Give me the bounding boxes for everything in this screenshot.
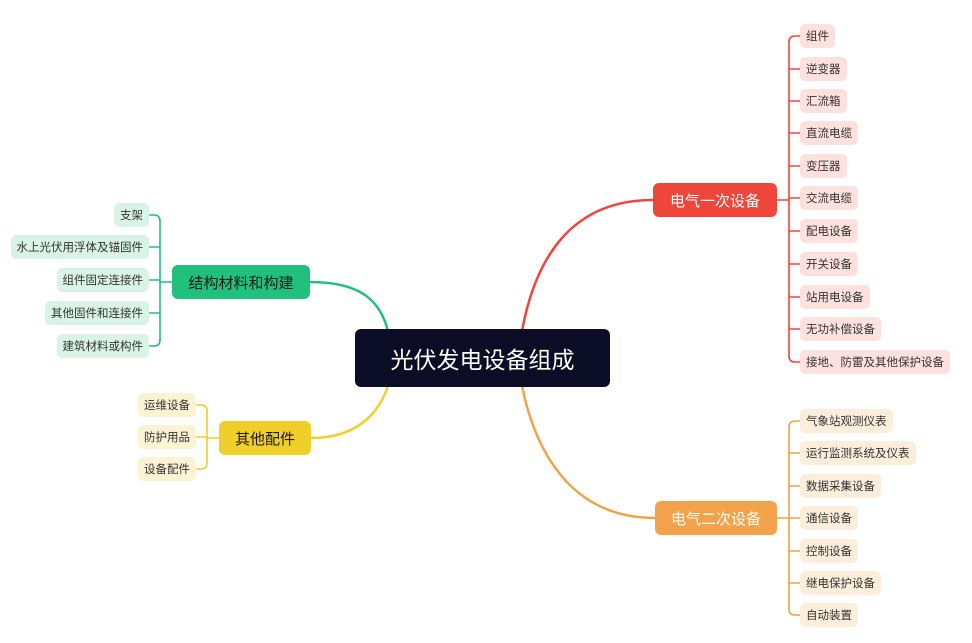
connector-line	[148, 214, 161, 222]
leaf-node[interactable]: 无功补偿设备	[800, 317, 881, 341]
leaf-node[interactable]: 控制设备	[800, 539, 858, 563]
connector-line	[788, 420, 801, 428]
leaf-node[interactable]: 运维设备	[138, 393, 196, 417]
leaf-node[interactable]: 数据采集设备	[800, 474, 881, 498]
leaf-node[interactable]: 配电设备	[800, 219, 858, 243]
leaf-node[interactable]: 建筑材料或构件	[56, 334, 149, 358]
leaf-node[interactable]: 组件固定连接件	[56, 268, 149, 292]
leaf-node[interactable]: 水上光伏用浮体及锚固件	[10, 235, 149, 259]
leaf-node[interactable]: 站用电设备	[800, 285, 870, 309]
leaf-node[interactable]: 接地、防雷及其他保护设备	[800, 350, 950, 374]
leaf-node[interactable]: 防护用品	[138, 425, 196, 449]
connector-line	[148, 339, 161, 347]
connector-line	[520, 384, 657, 520]
leaf-node[interactable]: 支架	[114, 203, 149, 227]
leaf-node[interactable]: 组件	[800, 24, 835, 48]
connector-line	[308, 280, 390, 333]
leaf-node[interactable]: 继电保护设备	[800, 571, 881, 595]
leaf-node[interactable]: 自动装置	[800, 603, 858, 627]
connector-line	[309, 384, 390, 440]
connector-line	[788, 35, 801, 43]
leaf-node[interactable]: 其他固件和连接件	[45, 301, 149, 325]
leaf-node[interactable]: 运行监测系统及仪表	[800, 441, 916, 465]
connector-line	[195, 404, 208, 412]
leaf-node[interactable]: 通信设备	[800, 506, 858, 530]
leaf-node[interactable]: 汇流箱	[800, 89, 847, 113]
leaf-node[interactable]: 交流电缆	[800, 186, 858, 210]
leaf-node[interactable]: 设备配件	[138, 457, 196, 481]
connector-line	[520, 198, 655, 333]
leaf-node[interactable]: 变压器	[800, 154, 847, 178]
branch-electrical-secondary[interactable]: 电气二次设备	[655, 501, 777, 535]
leaf-node[interactable]: 直流电缆	[800, 121, 858, 145]
leaf-node[interactable]: 气象站观测仪表	[800, 409, 893, 433]
branch-electrical-primary[interactable]: 电气一次设备	[653, 183, 777, 217]
connector-line	[788, 608, 801, 616]
branch-other-accessories[interactable]: 其他配件	[219, 421, 311, 455]
connector-line	[195, 462, 208, 470]
branch-structure-materials[interactable]: 结构材料和构建	[172, 265, 310, 299]
leaf-node[interactable]: 逆变器	[800, 57, 847, 81]
leaf-node[interactable]: 开关设备	[800, 252, 858, 276]
root-node[interactable]: 光伏发电设备组成	[355, 329, 610, 387]
connector-line	[788, 355, 801, 363]
